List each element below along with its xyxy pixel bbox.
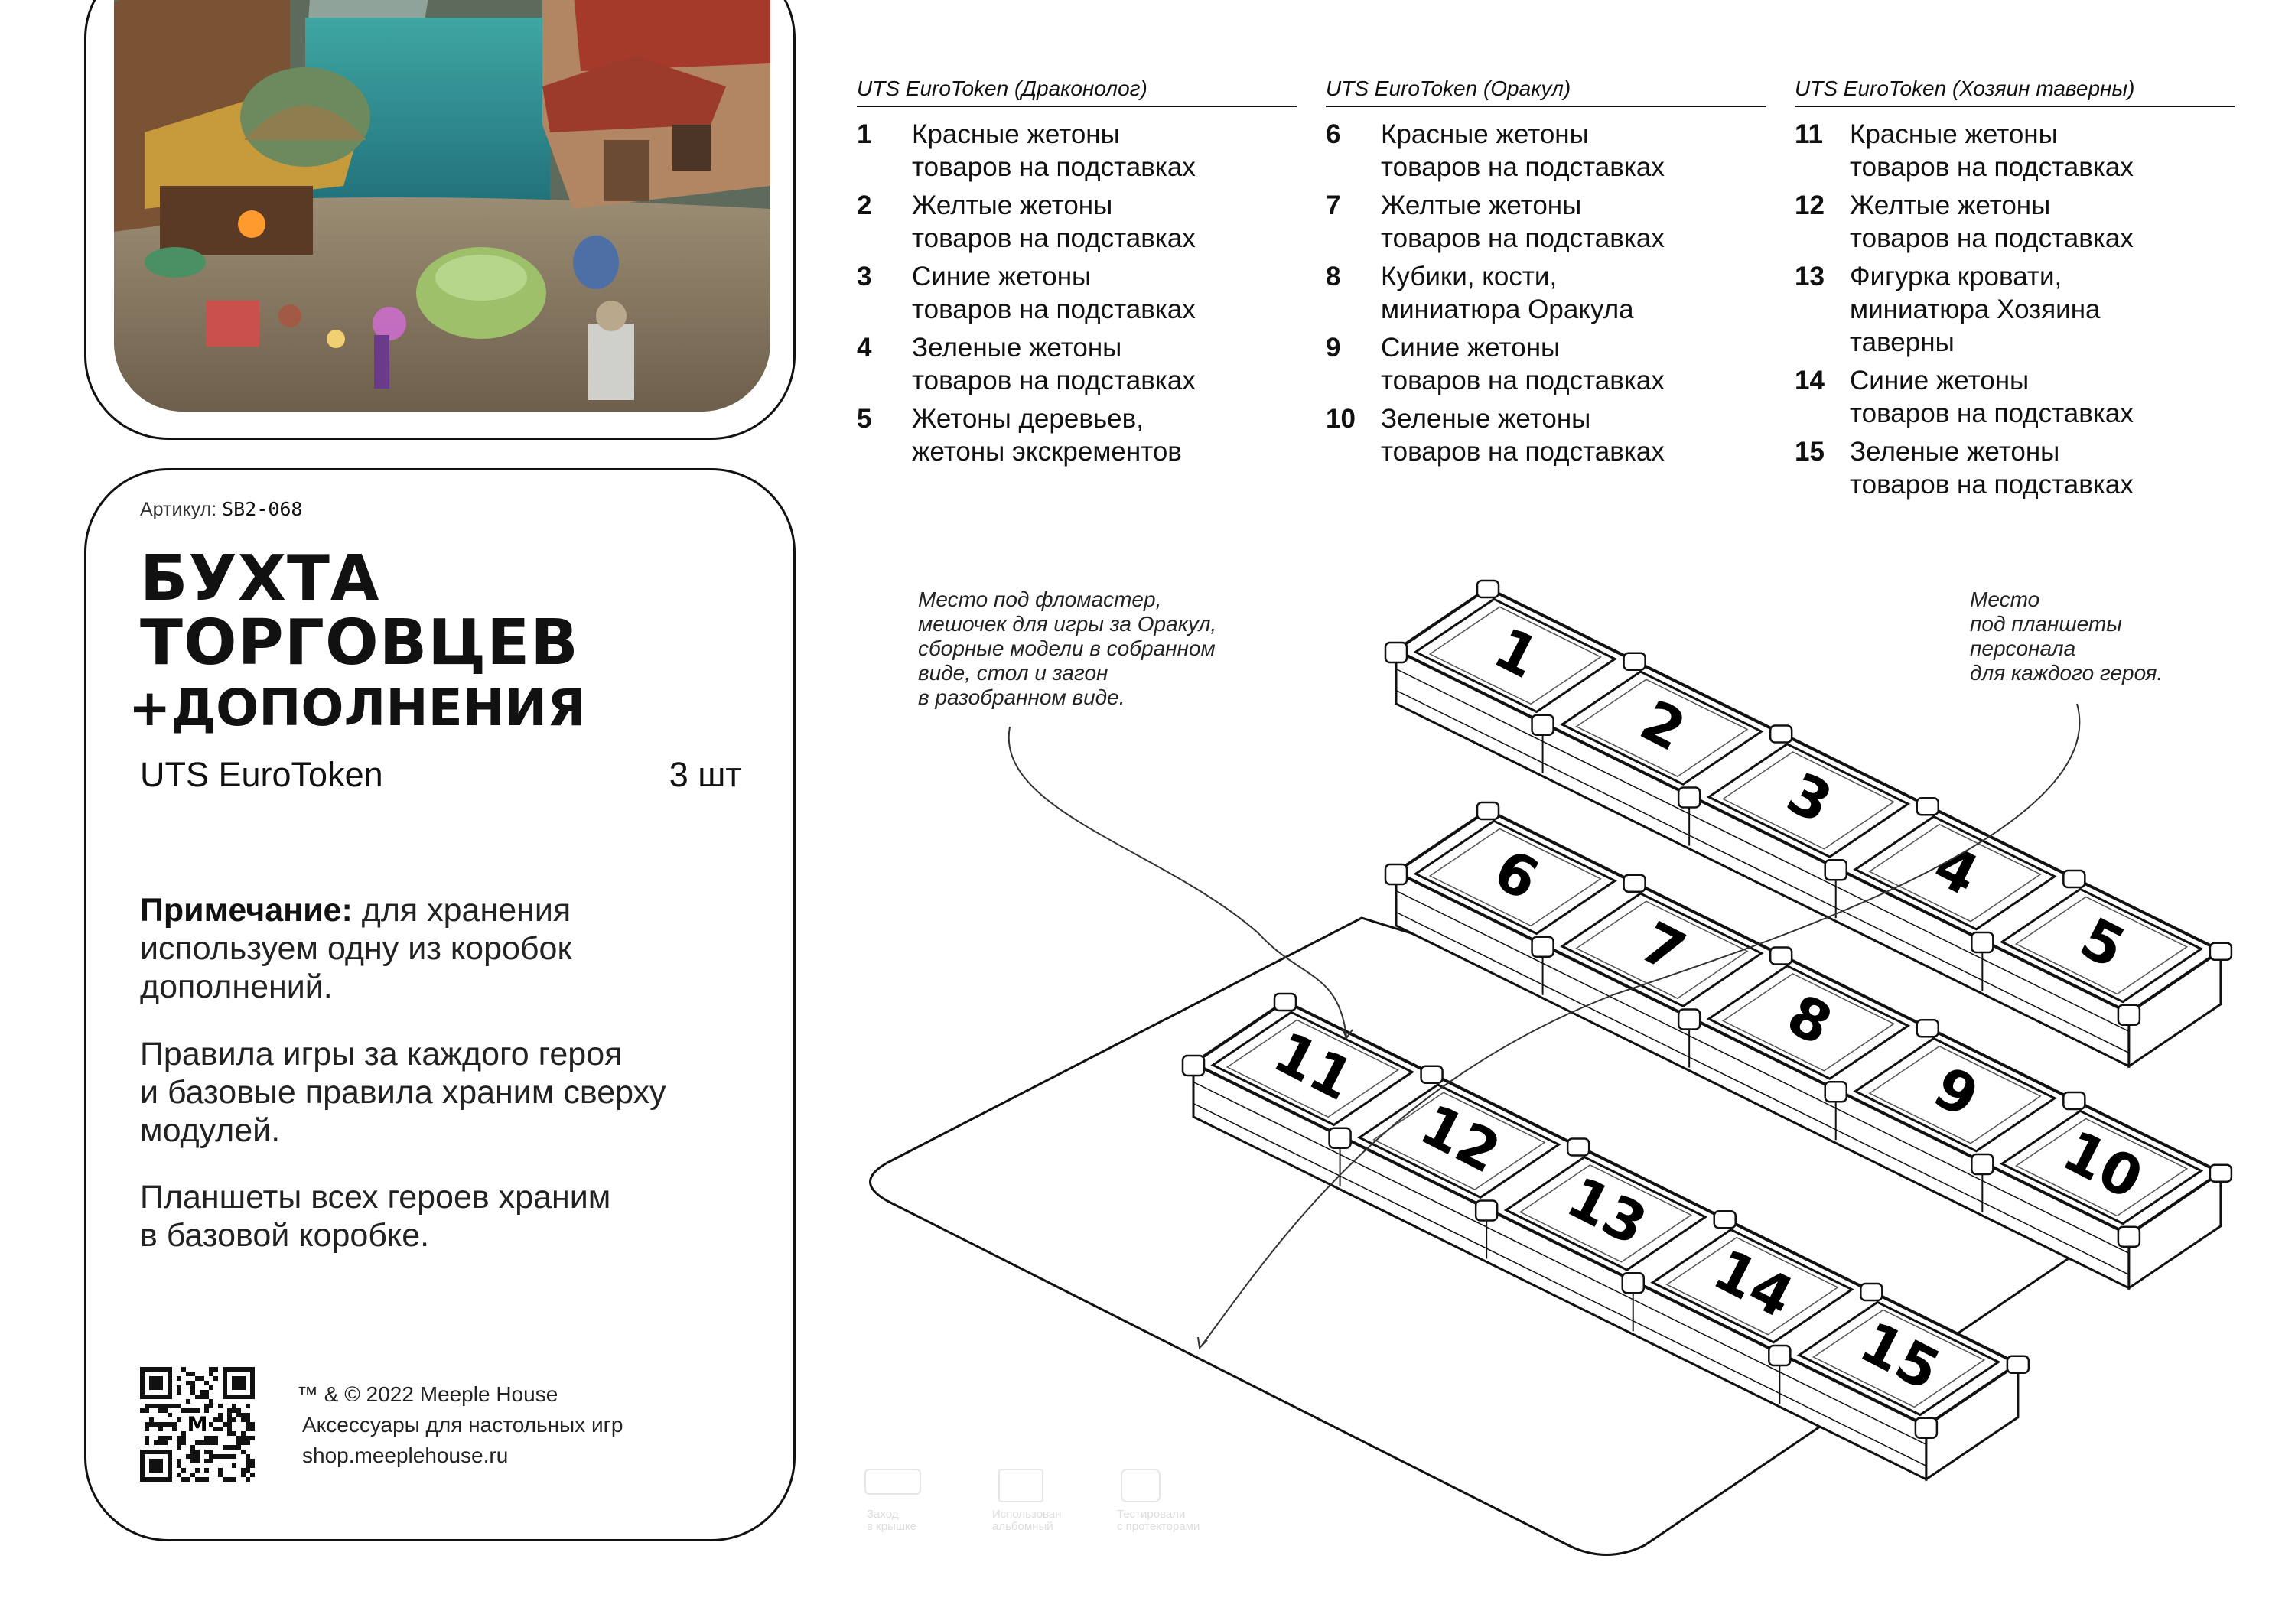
box-icon xyxy=(864,1469,921,1495)
rules-line-1: Правила игры за каждого героя xyxy=(140,1036,623,1072)
product-quantity: 3 шт xyxy=(669,755,741,794)
callout-line: в разобранном виде. xyxy=(918,685,1125,709)
callout-right: Место под планшеты персонала для каждого… xyxy=(1970,587,2163,685)
item-number: 2 xyxy=(857,190,872,220)
item-number: 13 xyxy=(1795,262,1825,291)
rules-paragraph: Правила игры за каждого героя и базовые … xyxy=(140,1035,752,1150)
callout-line: персонала xyxy=(1970,636,2076,660)
item-number: 3 xyxy=(857,262,872,291)
card-icon xyxy=(998,1469,1043,1502)
article-number: Артикул: SB2-068 xyxy=(140,498,302,521)
callout-line: виде, стол и загон xyxy=(918,661,1108,685)
svg-text:M: M xyxy=(187,1413,208,1437)
title-line-1: БУХТА xyxy=(140,542,380,615)
item-number: 15 xyxy=(1795,437,1825,467)
note-text-3: дополнений. xyxy=(140,968,333,1005)
callout-arrow-right xyxy=(1200,703,2081,1347)
callout-line: мешочек для игры за Оракул, xyxy=(918,612,1217,636)
column-title: UTS EuroToken (Хозяин таверны) xyxy=(1795,76,2235,107)
item-number: 14 xyxy=(1795,366,1825,395)
callout-line: сборные модели в собранном xyxy=(918,636,1216,660)
boards-paragraph: Планшеты всех героев храним в базовой ко… xyxy=(140,1178,752,1255)
cover-art-card xyxy=(84,0,796,440)
callout-line: Место xyxy=(1970,587,2040,611)
item-number: 8 xyxy=(1326,262,1341,291)
qr-code: M xyxy=(140,1367,255,1482)
callout-line: для каждого героя. xyxy=(1970,661,2163,685)
callout-left: Место под фломастер, мешочек для игры за… xyxy=(918,587,1216,710)
callout-line: Место под фломастер, xyxy=(918,587,1162,611)
rules-line-2: и базовые правила храним сверху xyxy=(140,1074,666,1111)
item-number: 4 xyxy=(857,333,872,363)
sleeve-icon xyxy=(1121,1469,1161,1502)
product-title: БУХТА ТОРГОВЦЕВ xyxy=(140,547,579,675)
title-line-3: +ДОПОЛНЕНИЯ xyxy=(129,679,586,737)
info-card: Артикул: SB2-068 БУХТА ТОРГОВЦЕВ +ДОПОЛН… xyxy=(84,468,796,1541)
item-number: 6 xyxy=(1326,119,1341,149)
rules-line-3: модулей. xyxy=(140,1112,281,1149)
item-number: 10 xyxy=(1326,404,1356,434)
item-number: 12 xyxy=(1795,190,1825,220)
item-number: 11 xyxy=(1795,119,1823,149)
note-paragraph: Примечание: для хранения используем одну… xyxy=(140,891,752,1006)
cover-illustration xyxy=(114,0,770,412)
footer-copyright: ™ & © 2022 Meeple House xyxy=(297,1382,558,1406)
footer-tagline: Аксессуары для настольных игр xyxy=(302,1413,623,1437)
note-label: Примечание: xyxy=(140,892,353,929)
callout-arrow-left xyxy=(1008,726,1347,1037)
column-title: UTS EuroToken (Оракул) xyxy=(1326,76,1766,107)
boards-line-2: в базовой коробке. xyxy=(140,1217,430,1254)
note-text-1: для хранения xyxy=(352,892,571,929)
callout-line: под планшеты xyxy=(1970,612,2122,636)
note-text-2: используем одну из коробок xyxy=(140,930,572,967)
footer-url[interactable]: shop.meeplehouse.ru xyxy=(302,1443,509,1467)
boards-line-1: Планшеты всех героев храним xyxy=(140,1179,611,1216)
item-number: 1 xyxy=(857,119,872,149)
column-title: UTS EuroToken (Драконолог) xyxy=(857,76,1297,107)
item-number: 5 xyxy=(857,404,872,434)
item-number: 7 xyxy=(1326,190,1341,220)
product-name: UTS EuroToken xyxy=(140,755,383,794)
article-code: SB2-068 xyxy=(222,498,303,520)
item-number: 9 xyxy=(1326,333,1341,363)
harbor-town-illustration xyxy=(114,0,770,412)
article-label: Артикул: xyxy=(140,499,217,520)
title-line-2: ТОРГОВЦЕВ xyxy=(140,607,579,679)
